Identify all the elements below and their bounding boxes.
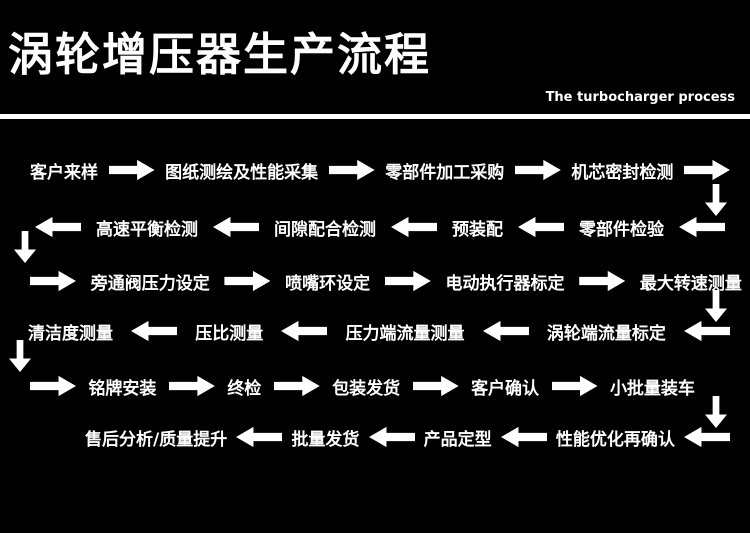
arrow-right-icon [412,375,459,397]
flow-step: 喷嘴环设定 [285,273,371,294]
header: 涡轮增压器生产流程 The turbocharger process [8,28,738,105]
flow-step: 客户来样 [30,162,98,183]
flow-step: 间隙配合检测 [274,219,376,240]
flow-step: 图纸测绘及性能采集 [165,162,319,183]
flow-step: 压比测量 [195,323,264,344]
arrow-left-icon [391,216,437,238]
arrow-right-icon [514,159,561,181]
flow-step: 小批量装车 [609,378,695,399]
flow-step: 产品定型 [423,429,492,450]
arrow-left-icon [131,320,177,342]
flow-step: 机芯密封检测 [571,162,674,183]
arrow-left-icon [213,216,259,238]
flow-row-4: 清洁度测量 压比测量 压力端流量测量 涡轮端流量标定 [0,316,750,346]
flow-row-2: 高速平衡检测 间隙配合检测 预装配 零部件检验 [0,212,750,242]
arrow-right-icon [384,270,431,292]
flow-step: 高速平衡检测 [96,219,198,240]
arrow-right-icon [108,159,155,181]
arrow-left-icon [483,320,529,342]
flow-row-6: 售后分析/质量提升 批量发货 产品定型 性能优化再确认 [0,422,750,452]
divider-line [0,114,750,119]
flow-step: 最大转速测量 [639,273,742,294]
flow-step: 终检 [227,378,262,399]
arrow-right-icon [30,375,76,397]
flow-step: 旁通阀压力设定 [90,273,210,294]
arrow-left-icon [236,426,282,448]
flow-step: 铭牌安装 [88,378,157,399]
arrow-right-icon [551,375,598,397]
arrow-left-icon [684,320,730,342]
arrow-left-icon [679,216,725,238]
page-title: 涡轮增压器生产流程 [8,28,432,81]
arrow-left-icon [501,426,547,448]
flow-step: 预装配 [452,219,503,240]
flow-step: 清洁度测量 [28,323,113,344]
arrow-right-icon [273,375,320,397]
flow-step: 性能优化再确认 [555,429,675,450]
arrow-left-icon [518,216,564,238]
arrow-right-icon [224,270,271,292]
flow-row-3: 旁通阀压力设定 喷嘴环设定 电动执行器标定 最大转速测量 [0,266,750,296]
arrow-right-icon [30,270,76,292]
arrow-left-icon [684,426,730,448]
arrow-right-icon [328,159,375,181]
arrow-left-icon [281,320,327,342]
flow-row-5: 铭牌安装 终检 包装发货 客户确认 小批量装车 [0,371,750,401]
subtitle-english: The turbocharger process [545,90,735,105]
flow-step: 涡轮端流量标定 [546,323,666,344]
flow-step: 电动执行器标定 [445,273,565,294]
flow-step: 零部件加工采购 [385,162,505,183]
flow-step: 售后分析/质量提升 [85,429,228,450]
flow-row-1: 客户来样 图纸测绘及性能采集 零部件加工采购 机芯密封检测 [0,155,750,185]
arrow-left-icon [35,216,81,238]
flow-step: 包装发货 [332,378,401,399]
arrow-left-icon [369,426,415,448]
flow-step: 零部件检验 [579,219,664,240]
flow-step: 客户确认 [471,378,540,399]
flow-step: 批量发货 [291,429,360,450]
arrow-right-icon [683,159,730,181]
arrow-right-icon [168,375,215,397]
flow-step: 压力端流量测量 [345,323,465,344]
arrow-right-icon [579,270,626,292]
